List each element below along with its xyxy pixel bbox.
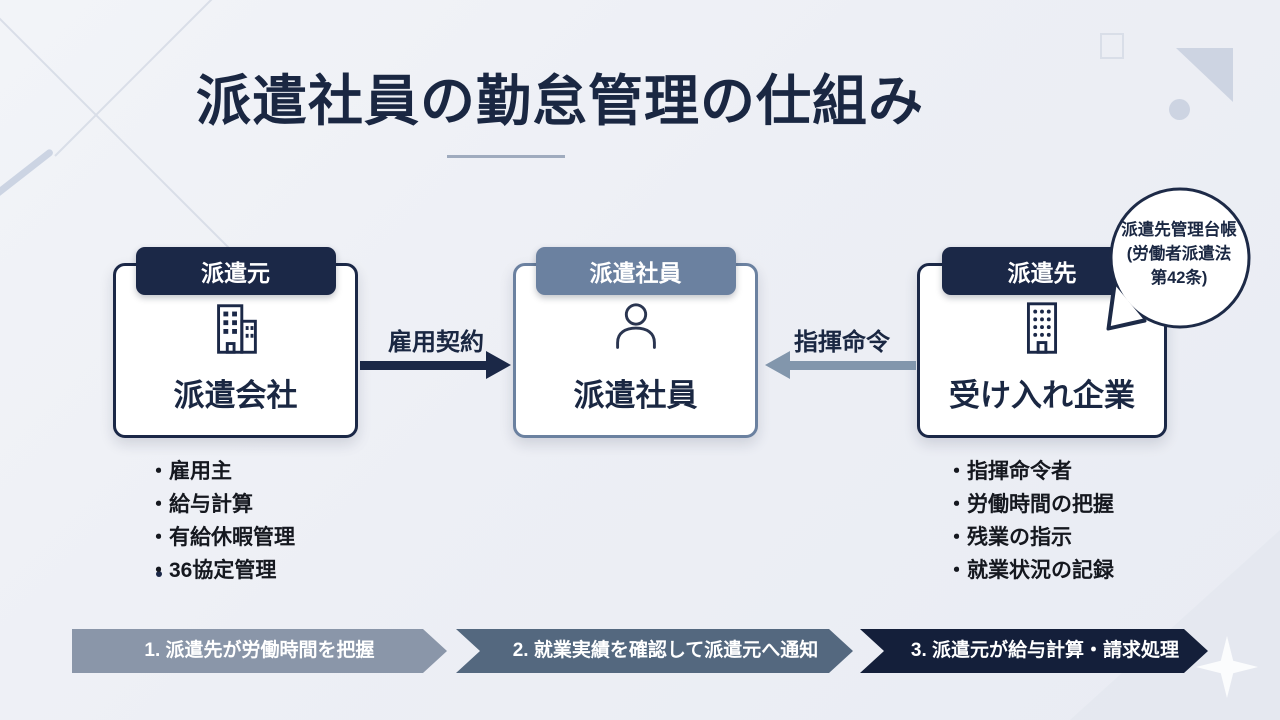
decorative-triangle — [1176, 48, 1233, 102]
process-step-1: 1. 派遣先が労働時間を把握 — [72, 629, 447, 673]
client-duty-list: 指揮命令者 労働時間の把握 残業の指示 就業状況の記録 — [946, 455, 1114, 587]
entity-badge: 派遣元 — [135, 247, 336, 295]
list-item: 36協定管理 — [148, 554, 295, 587]
decorative-circle — [1169, 99, 1190, 120]
decorative-bar — [0, 147, 55, 200]
building-icon — [1011, 298, 1073, 360]
callout-bubble: 派遣先管理台帳 (労働者派遣法 第42条) — [1103, 183, 1255, 335]
arrow-label-command: 指揮命令 — [794, 329, 890, 356]
entity-name: 派遣社員 — [573, 378, 698, 413]
buildings-icon — [205, 298, 267, 360]
agency-duty-list: 雇用主 給与計算 有給休暇管理 36協定管理 — [148, 455, 295, 587]
page-title: 派遣社員の勤怠管理の仕組み — [195, 70, 924, 132]
callout-line: 第42条) — [1150, 268, 1208, 287]
arrow-right-head-icon — [486, 351, 511, 379]
entity-badge: 派遣先 — [942, 247, 1142, 295]
arrow-label-employment-contract: 雇用契約 — [388, 329, 484, 356]
arrow-left-head-icon — [765, 351, 790, 379]
person-icon — [605, 298, 667, 360]
entity-badge: 派遣社員 — [535, 247, 736, 295]
title-divider — [447, 155, 565, 158]
arrow-left-icon — [790, 361, 916, 370]
arrow-right-icon — [360, 361, 488, 370]
list-item: 雇用主 — [148, 455, 295, 488]
list-item: 指揮命令者 — [946, 455, 1114, 488]
list-item: 有給休暇管理 — [148, 521, 295, 554]
process-step-3: 3. 派遣元が給与計算・請求処理 — [860, 629, 1208, 673]
decorative-square — [1100, 33, 1124, 59]
callout-text: 派遣先管理台帳 (労働者派遣法 第42条) — [1113, 219, 1245, 291]
list-item: 残業の指示 — [946, 521, 1114, 554]
list-item: 就業状況の記録 — [946, 554, 1114, 587]
entity-box-haken-shain: 派遣社員 派遣社員 — [513, 247, 758, 438]
list-item: 給与計算 — [148, 488, 295, 521]
entity-name: 派遣会社 — [173, 378, 298, 413]
entity-name: 受け入れ企業 — [949, 378, 1135, 413]
callout-line: 派遣先管理台帳 — [1121, 221, 1237, 239]
list-item: 労働時間の把握 — [946, 488, 1114, 521]
callout-line: (労働者派遣法 — [1126, 244, 1232, 263]
process-step-2: 2. 就業実績を確認して派遣元へ通知 — [456, 629, 853, 673]
entity-box-haken-moto: 派遣元 派遣会社 — [113, 247, 358, 438]
